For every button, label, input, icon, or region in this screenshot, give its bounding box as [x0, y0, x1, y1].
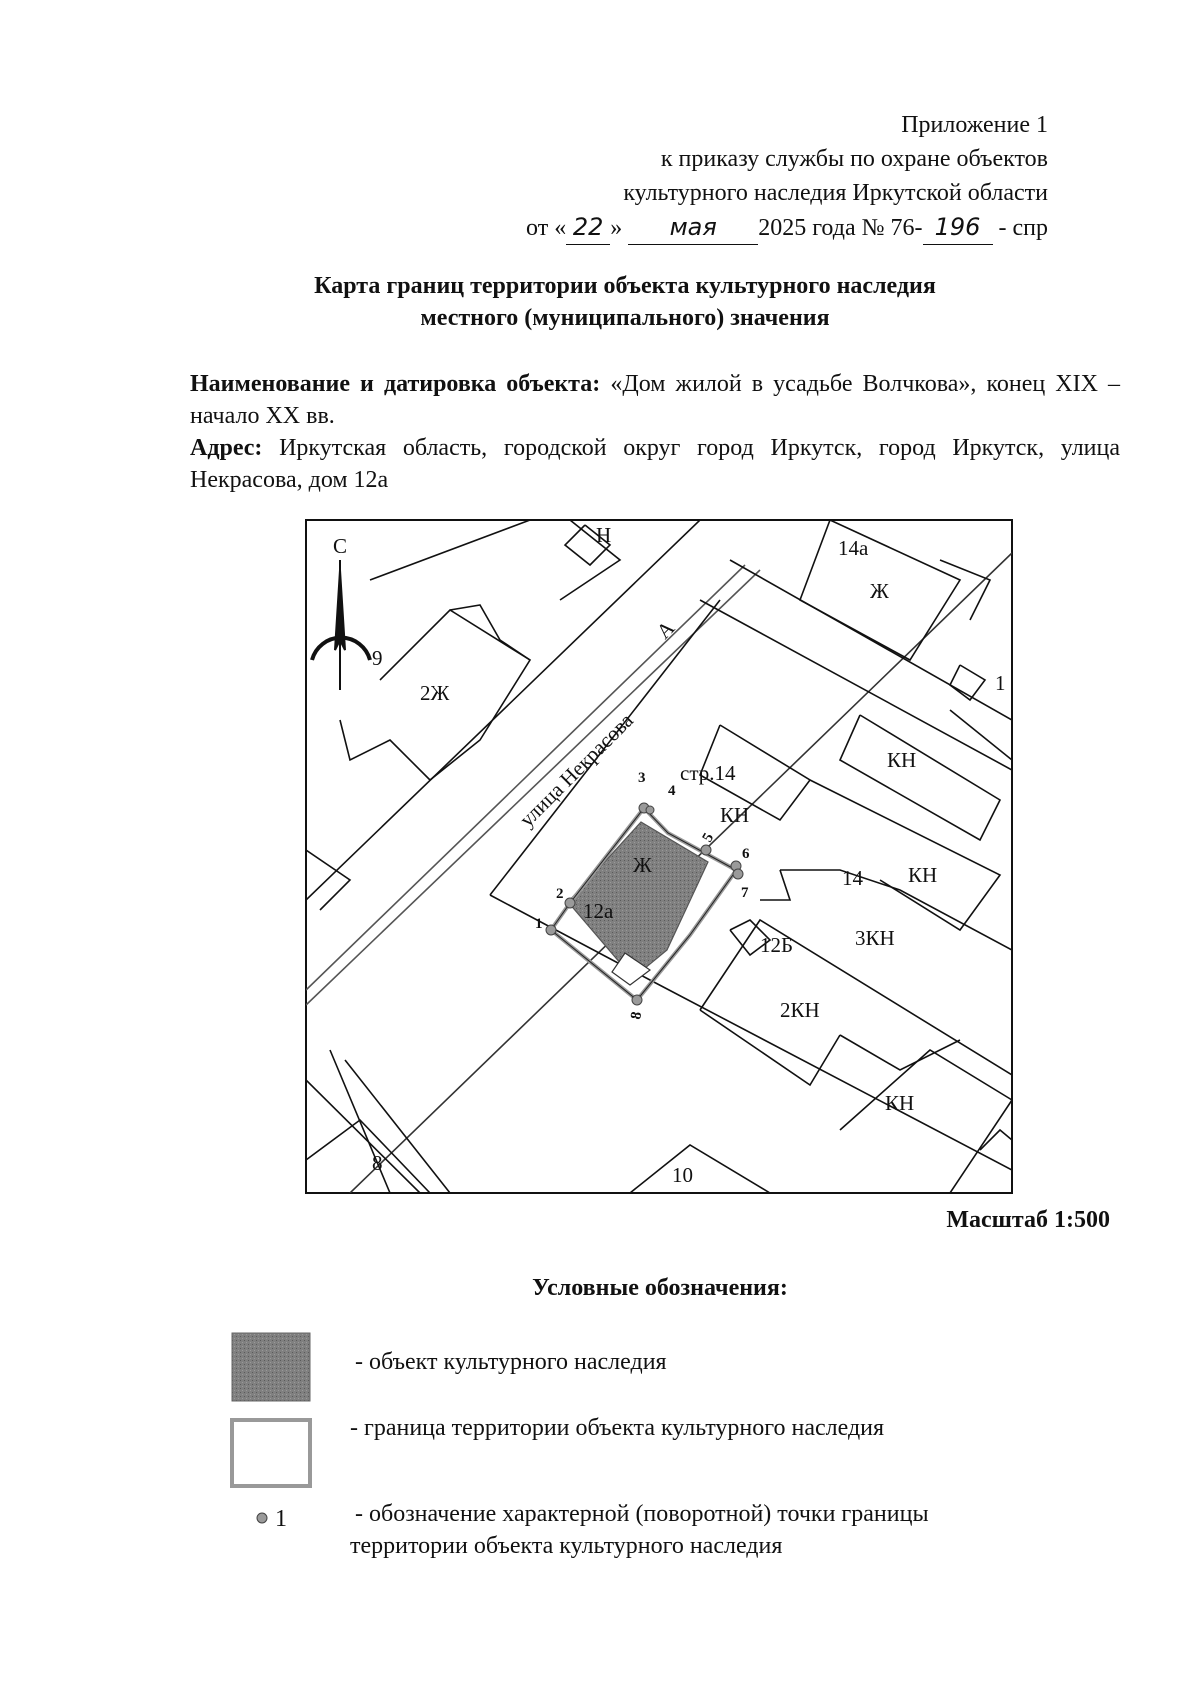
- point-4: [645, 805, 655, 815]
- block-line-ne-1: [699, 599, 1012, 771]
- date-month: мая: [628, 210, 759, 245]
- object-name-value: «Дом жилой в усадьбе Волчкова», конец XI…: [190, 371, 1121, 429]
- lot-right: [949, 709, 1012, 761]
- legend-title: Условные обозначения:: [532, 1275, 788, 1301]
- porch: [611, 952, 652, 986]
- block-edge-front: [489, 599, 721, 896]
- building-2zh-annex: [449, 604, 531, 661]
- label-12a: 12а: [583, 899, 614, 923]
- legend-point-number: 1: [275, 1506, 287, 1532]
- block-line-south: [489, 894, 1012, 1171]
- point-label-7: 7: [741, 885, 749, 901]
- appendix-line-3: культурного наследия Иркутской области: [623, 180, 1048, 206]
- object-name-label: Наименование и датировка объекта:: [190, 371, 601, 397]
- order-number: 196: [922, 210, 993, 245]
- label-14a: 14а: [838, 536, 869, 560]
- object-address-value: Иркутская область, городской округ город…: [190, 435, 1121, 493]
- building-kn-14: [809, 779, 1002, 932]
- street-line-inner-1: [306, 564, 746, 991]
- building-2kn-south: [699, 1009, 841, 1087]
- label-kn-bottom: КН: [885, 1091, 914, 1115]
- point-label-1: 1: [535, 916, 543, 932]
- lot-line-s: [344, 1059, 451, 1193]
- point-5: [700, 844, 712, 856]
- building-2kn-annex: [839, 1034, 961, 1071]
- title-line-2: местного (муниципального) значения: [420, 305, 830, 331]
- point-8: [631, 994, 643, 1006]
- building-kn-bottom: [839, 1049, 1012, 1193]
- point-label-3: 3: [638, 770, 646, 786]
- label-2kn: 2КН: [780, 998, 820, 1022]
- lot-8: [306, 1118, 431, 1193]
- legend-heritage-text: - объект культурного наследия: [355, 1349, 667, 1375]
- building-h: [563, 524, 612, 567]
- point-7: [732, 868, 744, 880]
- building-2kn: [699, 918, 1012, 1076]
- point-label-6: 6: [742, 846, 750, 862]
- label-north: С: [333, 534, 347, 558]
- lot-line-sw-2: [329, 1049, 391, 1193]
- order-suffix: - спр: [998, 215, 1049, 241]
- map-title: Карта границ территории объекта культурн…: [200, 270, 1050, 334]
- lot-line-sw: [306, 1079, 421, 1193]
- legend-point-text: - обозначение характерной (поворотной) т…: [350, 1501, 929, 1559]
- street-line-inner-2: [306, 569, 761, 1006]
- label-12b: 12Б: [760, 933, 793, 957]
- building-12b: [729, 919, 772, 957]
- label-kn-top: КН: [887, 748, 916, 772]
- legend-boundary-swatch: [230, 1418, 312, 1488]
- building-se: [979, 1128, 1012, 1151]
- label-zh-object: Ж: [633, 853, 652, 877]
- object-name: Наименование и датировка объекта: «Дом ж…: [190, 368, 1120, 432]
- point-2: [564, 897, 576, 909]
- building-kn-top: [838, 714, 1002, 842]
- lot-line-nw: [369, 520, 531, 581]
- label-9: 9: [372, 646, 383, 670]
- label-kn-14: КН: [908, 863, 937, 887]
- block-line-ne-2: [729, 559, 1012, 721]
- label-3kn: 3КН: [855, 926, 895, 950]
- point-label-4: 4: [668, 783, 676, 799]
- appendix-line-2: к приказу службы по охране объектов: [660, 146, 1048, 172]
- building-3kn-top: [780, 869, 1012, 951]
- building-2zh: [339, 608, 532, 782]
- label-kn-mid: КН: [720, 803, 749, 827]
- object-address-label: Адрес:: [190, 435, 263, 461]
- legend-point-icon: [256, 1512, 268, 1524]
- building-w: [306, 849, 352, 911]
- date-mid: »: [610, 215, 623, 241]
- building-14a-annex: [939, 559, 992, 621]
- date-prefix: от «: [526, 215, 567, 241]
- legend-boundary-text: - граница территории объекта культурного…: [350, 1415, 885, 1441]
- label-zh-top: Ж: [870, 579, 889, 603]
- building-step: [760, 869, 792, 901]
- street-line-west: [306, 520, 701, 901]
- label-8: 8: [372, 1151, 383, 1175]
- object-address: Адрес: Иркутская область, городской окру…: [190, 432, 1120, 496]
- map-scale: Масштаб 1:500: [946, 1207, 1110, 1233]
- lot-line-nw-2: [559, 520, 622, 601]
- north-arrow-icon: [310, 560, 372, 690]
- building-str14: [698, 724, 812, 822]
- legend-heritage-swatch: [231, 1332, 311, 1402]
- building-14a: [799, 520, 962, 662]
- label-14: 14: [842, 866, 864, 890]
- label-str14: стр.14: [680, 761, 736, 785]
- point-label-2: 2: [556, 886, 564, 902]
- label-2zh: 2Ж: [420, 681, 450, 705]
- title-line-1: Карта границ территории объекта культурн…: [314, 273, 936, 299]
- point-1: [545, 924, 557, 936]
- shed-right: [948, 664, 987, 702]
- date-year: 2025 года № 76-: [758, 215, 923, 241]
- appendix-line-1: Приложение 1: [901, 112, 1048, 138]
- point-label-8: 8: [628, 1011, 645, 1021]
- label-10: 10: [672, 1163, 693, 1187]
- label-h: Н: [596, 523, 611, 547]
- date-day: 22: [566, 210, 611, 245]
- label-1: 1: [995, 671, 1006, 695]
- lot-10: [629, 1144, 771, 1193]
